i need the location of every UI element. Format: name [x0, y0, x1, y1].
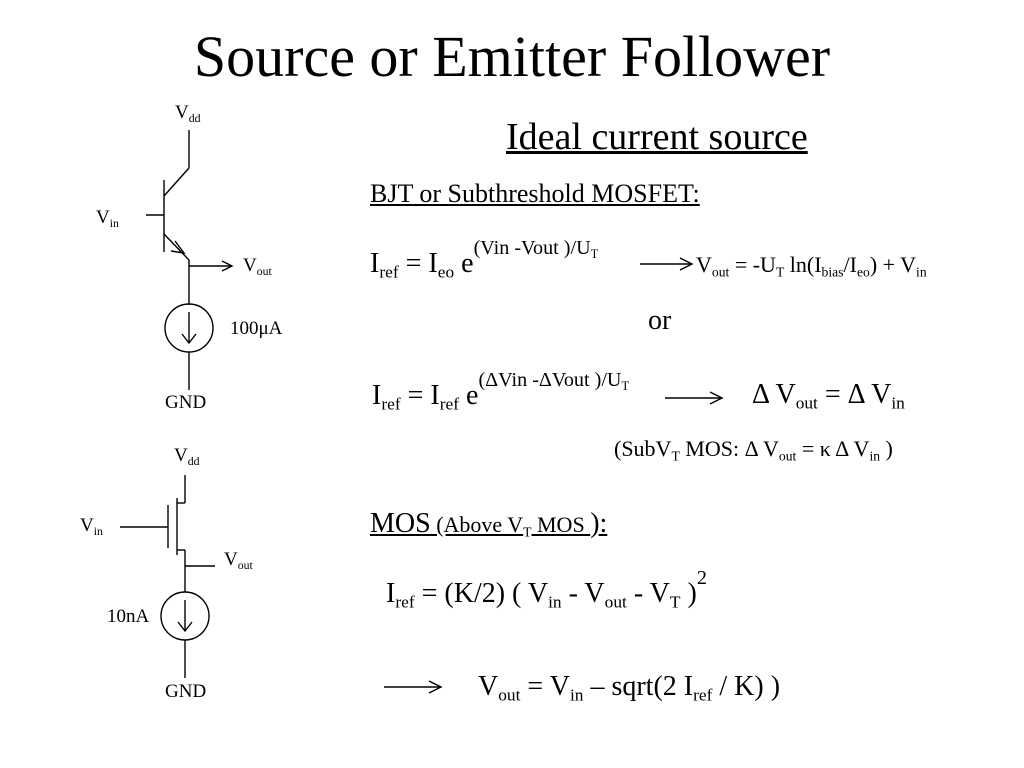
mos-follower-circuit: [120, 475, 215, 678]
c1-emitter-arrow: [170, 240, 186, 254]
equation-delta-exponential: Iref = Iref e(ΔVin -ΔVout )/UT: [372, 369, 630, 414]
result-delta-vout: Δ Vout = Δ Vin: [752, 379, 905, 413]
result-vout-sqrt: Vout = Vin – sqrt(2 Iref / K) ): [478, 671, 781, 705]
c1-collector: [163, 167, 190, 197]
result-vout-log: Vout = -UT ln(Ibias/Ieo) + Vin: [696, 252, 927, 280]
c1-vout-label: Vout: [243, 255, 272, 278]
c1-vout-arrowhead: [221, 260, 234, 272]
bjt-heading: BJT or Subthreshold MOSFET:: [370, 179, 700, 208]
c2-current-label: 10nA: [107, 606, 150, 627]
c2-cs-arrowhead: [177, 621, 193, 633]
arrow-1: [640, 257, 694, 271]
c2-vdd-label: Vdd: [174, 445, 200, 468]
ideal-current-source-heading: Ideal current source: [506, 116, 808, 158]
mos-heading: MOS (Above VT MOS ):: [370, 508, 608, 540]
equation-square-law: Iref = (K/2) ( Vin - Vout - VT )2: [386, 567, 707, 612]
c1-emitter: [163, 233, 190, 261]
arrow-2: [665, 391, 724, 405]
c1-vdd-label: Vdd: [175, 102, 201, 125]
c2-gnd-label: GND: [165, 681, 207, 702]
or-text: or: [648, 305, 672, 336]
arrow-3: [384, 680, 443, 694]
bjt-follower-circuit: [146, 130, 234, 390]
c2-vin-label: Vin: [80, 515, 103, 538]
subvt-mos-note: (SubVT MOS: Δ Vout = κ Δ Vin ): [614, 436, 893, 464]
slide-title: Source or Emitter Follower: [193, 24, 831, 89]
equation-bjt-exponential: Iref = Ieo e(Vin -Vout )/UT: [370, 237, 599, 282]
c1-current-label: 100μA: [230, 318, 283, 339]
c1-cs-arrowhead: [181, 333, 197, 345]
c2-vout-label: Vout: [224, 549, 253, 572]
c1-gnd-label: GND: [165, 392, 207, 413]
c1-vin-label: Vin: [96, 207, 119, 230]
